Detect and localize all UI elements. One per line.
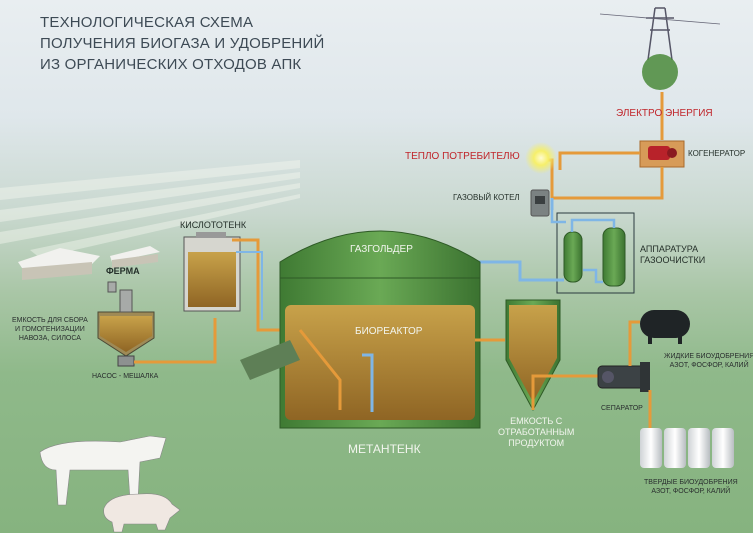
title-line-1: ТЕХНОЛОГИЧЕСКАЯ СХЕМА [40, 14, 254, 31]
heat-lamp-icon [525, 142, 557, 174]
acid-tank-blue-pipe [236, 251, 263, 320]
separator-unit [597, 362, 650, 392]
solid-fertilizer-label: ТВЕРДЫЕ БИОУДОБРЕНИЯ АЗОТ, ФОСФОР, КАЛИЙ [644, 478, 738, 496]
pig-icon [103, 493, 181, 533]
solid-fert-line-1: ТВЕРДЫЕ БИОУДОБРЕНИЯ [644, 479, 738, 486]
gas-boiler-unit [530, 189, 550, 217]
diagram-title: ТЕХНОЛОГИЧЕСКАЯ СХЕМА ПОЛУЧЕНИЯ БИОГАЗА … [40, 12, 324, 75]
cogenerator-label: КОГЕНЕРАТОР [688, 149, 746, 158]
farm-buildings [18, 246, 160, 280]
title-line-3: ИЗ ОРГАНИЧЕСКИХ ОТХОДОВ АПК [40, 56, 302, 73]
gas-cleaning-frame [556, 212, 635, 294]
heat-consumer-label: ТЕПЛО ПОТРЕБИТЕЛЮ [405, 151, 520, 162]
liquid-fertilizer-tank [640, 310, 690, 344]
farm-label: ФЕРМА [106, 266, 140, 276]
biogas-pipe [470, 260, 564, 282]
gas-boiler-label: ГАЗОВЫЙ КОТЕЛ [453, 193, 520, 202]
bioreactor-label: БИОРЕАКТОР [355, 326, 423, 337]
metatank-unit [240, 230, 481, 429]
power-tower-icon [599, 7, 721, 90]
liquid-fertilizer-label: ЖИДКИЕ БИОУДОБРЕНИЯ АЗОТ, ФОСФОР, КАЛИЙ [664, 352, 753, 370]
solid-fertilizer-bags [640, 428, 734, 468]
metatank-label: МЕТАНТЕНК [348, 442, 421, 456]
gas-cleaning-line-2: ГАЗООЧИСТКИ [640, 255, 706, 265]
gasholder-label: ГАЗГОЛЬДЕР [350, 244, 413, 255]
collection-tank-line-1: ЕМКОСТЬ ДЛЯ СБОРА [12, 317, 88, 324]
spent-tank-line-3: ПРОДУКТОМ [508, 438, 565, 448]
gas-cleaning-line-1: АППАРАТУРА [640, 244, 699, 254]
separator-label: СЕПАРАТОР [601, 405, 643, 412]
electricity-label: ЭЛЕКТРО ЭНЕРГИЯ [616, 108, 713, 119]
acid-tank-unit [183, 232, 241, 312]
spent-tank-label: ЕМКОСТЬ С ОТРАБОТАННЫМ ПРОДУКТОМ [498, 416, 574, 449]
liquid-fert-pipe [628, 320, 640, 366]
collection-tank-line-3: НАВОЗА, СИЛОСА [18, 335, 81, 342]
acid-tank-pipes [232, 238, 300, 332]
spent-tank-line-2: ОТРАБОТАННЫМ [498, 427, 575, 437]
collection-tank-label: ЕМКОСТЬ ДЛЯ СБОРА И ГОМОГЕНИЗАЦИИ НАВОЗА… [12, 316, 88, 343]
cogenerator-unit [639, 140, 685, 168]
gas-cleaning-columns [563, 227, 626, 287]
liquid-fert-line-2: АЗОТ, ФОСФОР, КАЛИЙ [669, 362, 749, 369]
gas-cleaning-pipes [550, 210, 616, 284]
collection-tank-unit [97, 281, 155, 367]
title-line-2: ПОЛУЧЕНИЯ БИОГАЗА И УДОБРЕНИЙ [40, 35, 325, 52]
cow-icon [39, 435, 167, 506]
acid-tank-label: КИСЛОТОТЕНК [180, 220, 247, 230]
spent-tank-line-1: ЕМКОСТЬ С [510, 416, 563, 426]
pump-mixer-label: НАСОС - МЕШАЛКА [92, 373, 159, 380]
field-stripes [0, 160, 300, 258]
liquid-fert-line-1: ЖИДКИЕ БИОУДОБРЕНИЯ [664, 353, 753, 360]
feed-pipe-1 [134, 318, 217, 364]
separator-feed-pipe [531, 374, 600, 410]
gas-cleaning-label: АППАРАТУРА ГАЗООЧИСТКИ [640, 244, 705, 266]
collection-tank-line-2: И ГОМОГЕНИЗАЦИИ [15, 326, 85, 333]
spent-tank-unit [505, 299, 561, 412]
solid-fert-line-2: АЗОТ, ФОСФОР, КАЛИЙ [651, 488, 731, 495]
